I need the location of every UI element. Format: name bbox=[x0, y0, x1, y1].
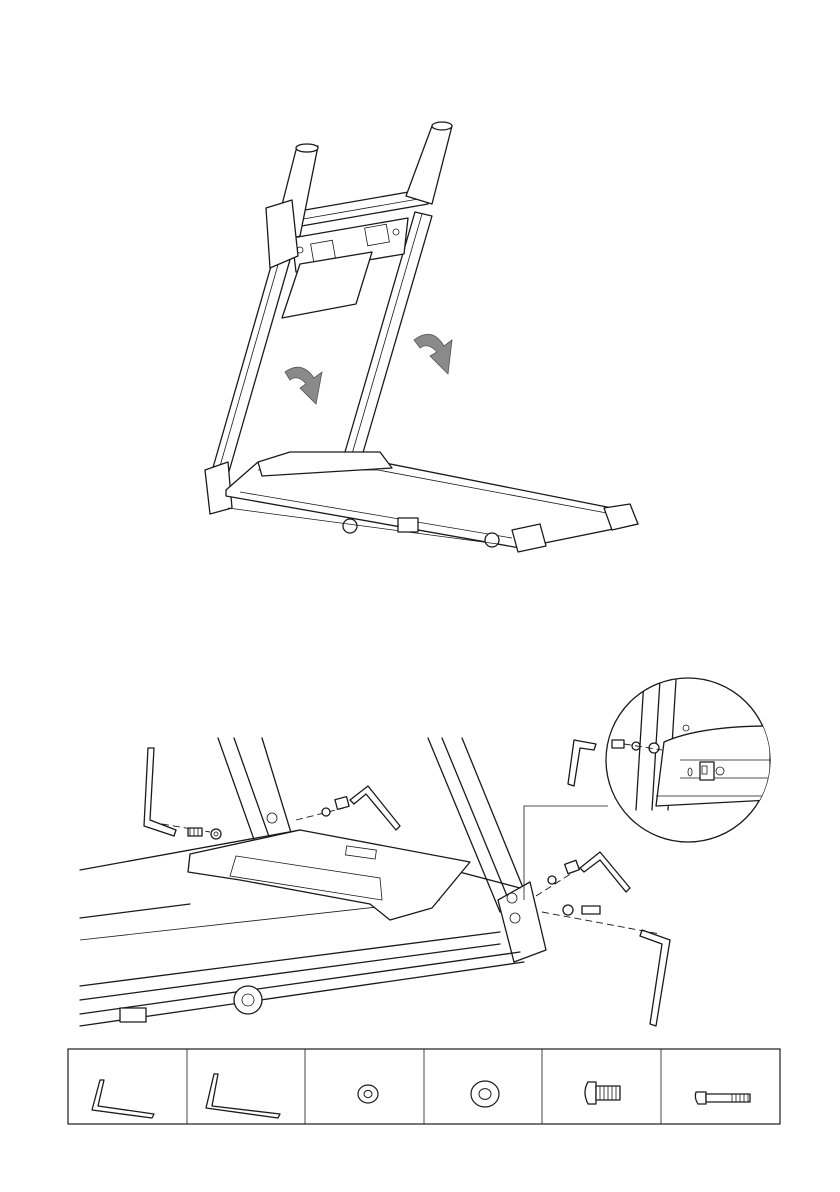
transport-wheel bbox=[234, 986, 262, 1014]
small-washer-icon bbox=[358, 1085, 378, 1103]
hardware-table bbox=[68, 1049, 780, 1124]
allen-key-right bbox=[580, 852, 630, 892]
inset-allen-key bbox=[568, 740, 596, 786]
right-bolt-assembly bbox=[548, 860, 600, 915]
large-washer-icon bbox=[471, 1081, 499, 1107]
allen-key-top bbox=[350, 786, 400, 830]
figure-attach-uprights bbox=[80, 738, 670, 1026]
figure-fold-up-treadmill bbox=[205, 122, 638, 552]
right-handlebar bbox=[406, 126, 452, 204]
detail-inset-circle bbox=[568, 678, 770, 842]
allen-key-long bbox=[640, 930, 670, 1026]
allen-key-left bbox=[144, 748, 176, 836]
left-bolt-assembly bbox=[188, 797, 349, 839]
fold-arrow-right bbox=[414, 334, 452, 374]
long-bolt-icon bbox=[695, 1092, 750, 1104]
fold-arrow-left bbox=[285, 367, 322, 404]
left-upright bbox=[210, 228, 298, 482]
